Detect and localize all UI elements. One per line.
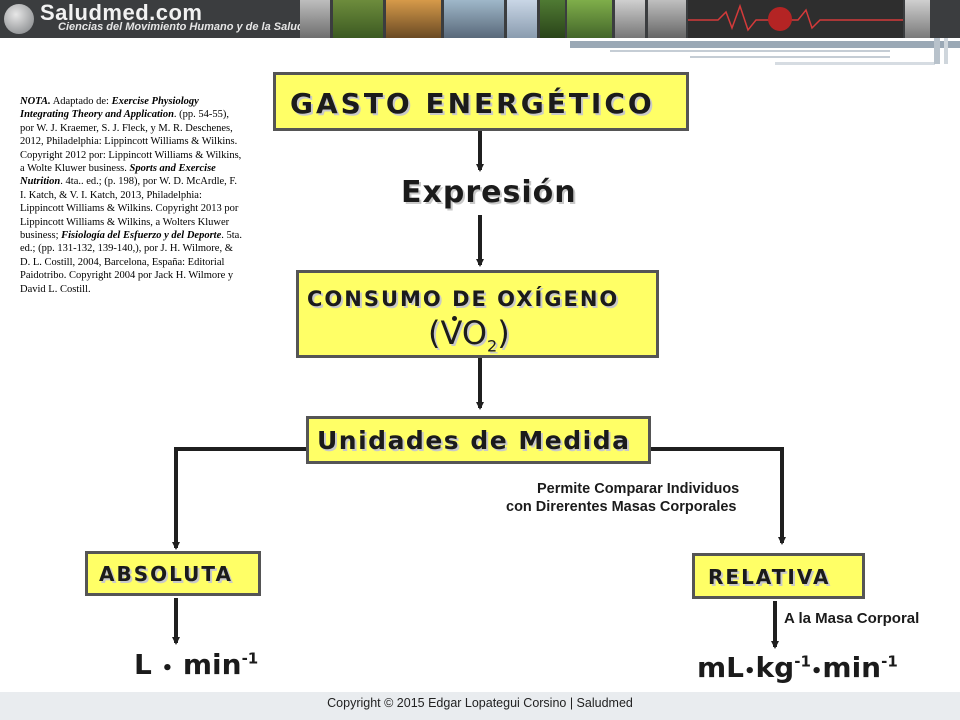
box-gasto-energetico: GASTO ENERGÉTICO [273,72,689,131]
unit-rel-exp-1: -1 [794,652,811,671]
photo-bike-icon [615,0,645,38]
relativa-label: RELATIVA [708,565,831,589]
unit-abs-exp: -1 [241,649,259,668]
note-part: . 5ta. ed.; (pp. 131-132, 139-140,), por… [20,230,242,295]
note-part: . (pp. 54-55), por W. J. Kraemer, S. J. … [20,109,242,175]
permite-line-2: con Direrentes Masas Corporales [506,499,737,515]
note-part: Exercise Physiology Integrating Theory a… [20,96,199,121]
photo-stretch-icon [567,0,612,38]
photo-runner-2-icon [905,0,930,38]
logo-icon [4,4,34,34]
side-divider-2 [944,38,948,64]
vo2-dot-icon [452,316,457,321]
heartbeat-icon [688,0,903,38]
box-unidades-medida: Unidades de Medida [306,416,651,464]
unit-rel-min: min [822,651,882,684]
note-label: NOTA. [20,96,51,107]
expresion-label: Expresión [401,175,577,210]
note-part: Adaptado de: [52,96,112,107]
note-part: Fisiología del Esfuerzo y del Deporte [61,230,222,242]
unit-relativa: mL•kg-1•min-1 [697,651,898,684]
vo2-subscript: 2 [487,336,498,356]
unit-abs-dot: • [161,658,174,679]
photo-runner-icon [300,0,330,38]
connector-to-absoluta [172,447,306,550]
unit-rel-dot-1: • [744,661,756,682]
box-consumo-oxigeno: CONSUMO DE OXÍGENO (VO2) [296,270,659,358]
site-name: Saludmed.com [40,0,203,25]
citation-note: NOTA. Adaptado de: Exercise Physiology I… [20,95,245,296]
unit-absoluta: L • min-1 [134,648,258,681]
header-divider-4 [775,62,935,65]
footer-copyright: Copyright © 2015 Edgar Lopategui Corsino… [327,696,633,710]
note-part: . 4ta.. ed.; (p. 198), por W. D. McArdle… [20,176,239,242]
consumo-label: CONSUMO DE OXÍGENO [307,287,620,311]
vo2-close: ) [497,314,510,352]
photo-athletes-icon [386,0,441,38]
note-part: Sports and Exercise Nutrition [20,163,216,188]
photo-nature-icon [540,0,565,38]
header-banner: Saludmed.com Ciencias del Movimiento Hum… [0,0,960,38]
photo-walkers-icon [648,0,686,38]
unit-abs-min: min [182,648,242,681]
permite-line-1: Permite Comparar Individuos [537,481,740,497]
photo-landscape-icon [333,0,383,38]
absoluta-label: ABSOLUTA [99,562,233,586]
header-divider-2 [610,50,890,52]
unit-rel-kg: kg [755,651,795,684]
vo2-formula: (VO2) [428,314,510,355]
vo2-v: V [440,314,462,352]
footer-bar [0,692,960,720]
header-divider [570,41,960,48]
vo2-open: ( [428,314,441,352]
unidades-label: Unidades de Medida [317,426,631,455]
unit-rel-exp-2: -1 [881,652,898,671]
gasto-label: GASTO ENERGÉTICO [290,87,655,120]
box-absoluta: ABSOLUTA [85,551,261,596]
unit-rel-dot-2: • [810,661,823,682]
vo2-o: O [461,314,487,352]
photo-group-icon [444,0,504,38]
unit-rel-ml: mL [697,651,745,684]
masa-corporal-label: A la Masa Corporal [784,610,920,627]
note-body: Adaptado de: Exercise Physiology Integra… [20,96,242,295]
unit-abs-liter: L [134,648,152,681]
box-relativa: RELATIVA [692,553,865,599]
side-divider [934,38,940,64]
site-tagline: Ciencias del Movimiento Humano y de la S… [58,21,304,33]
header-divider-3 [690,56,890,58]
photo-jump-icon [507,0,537,38]
